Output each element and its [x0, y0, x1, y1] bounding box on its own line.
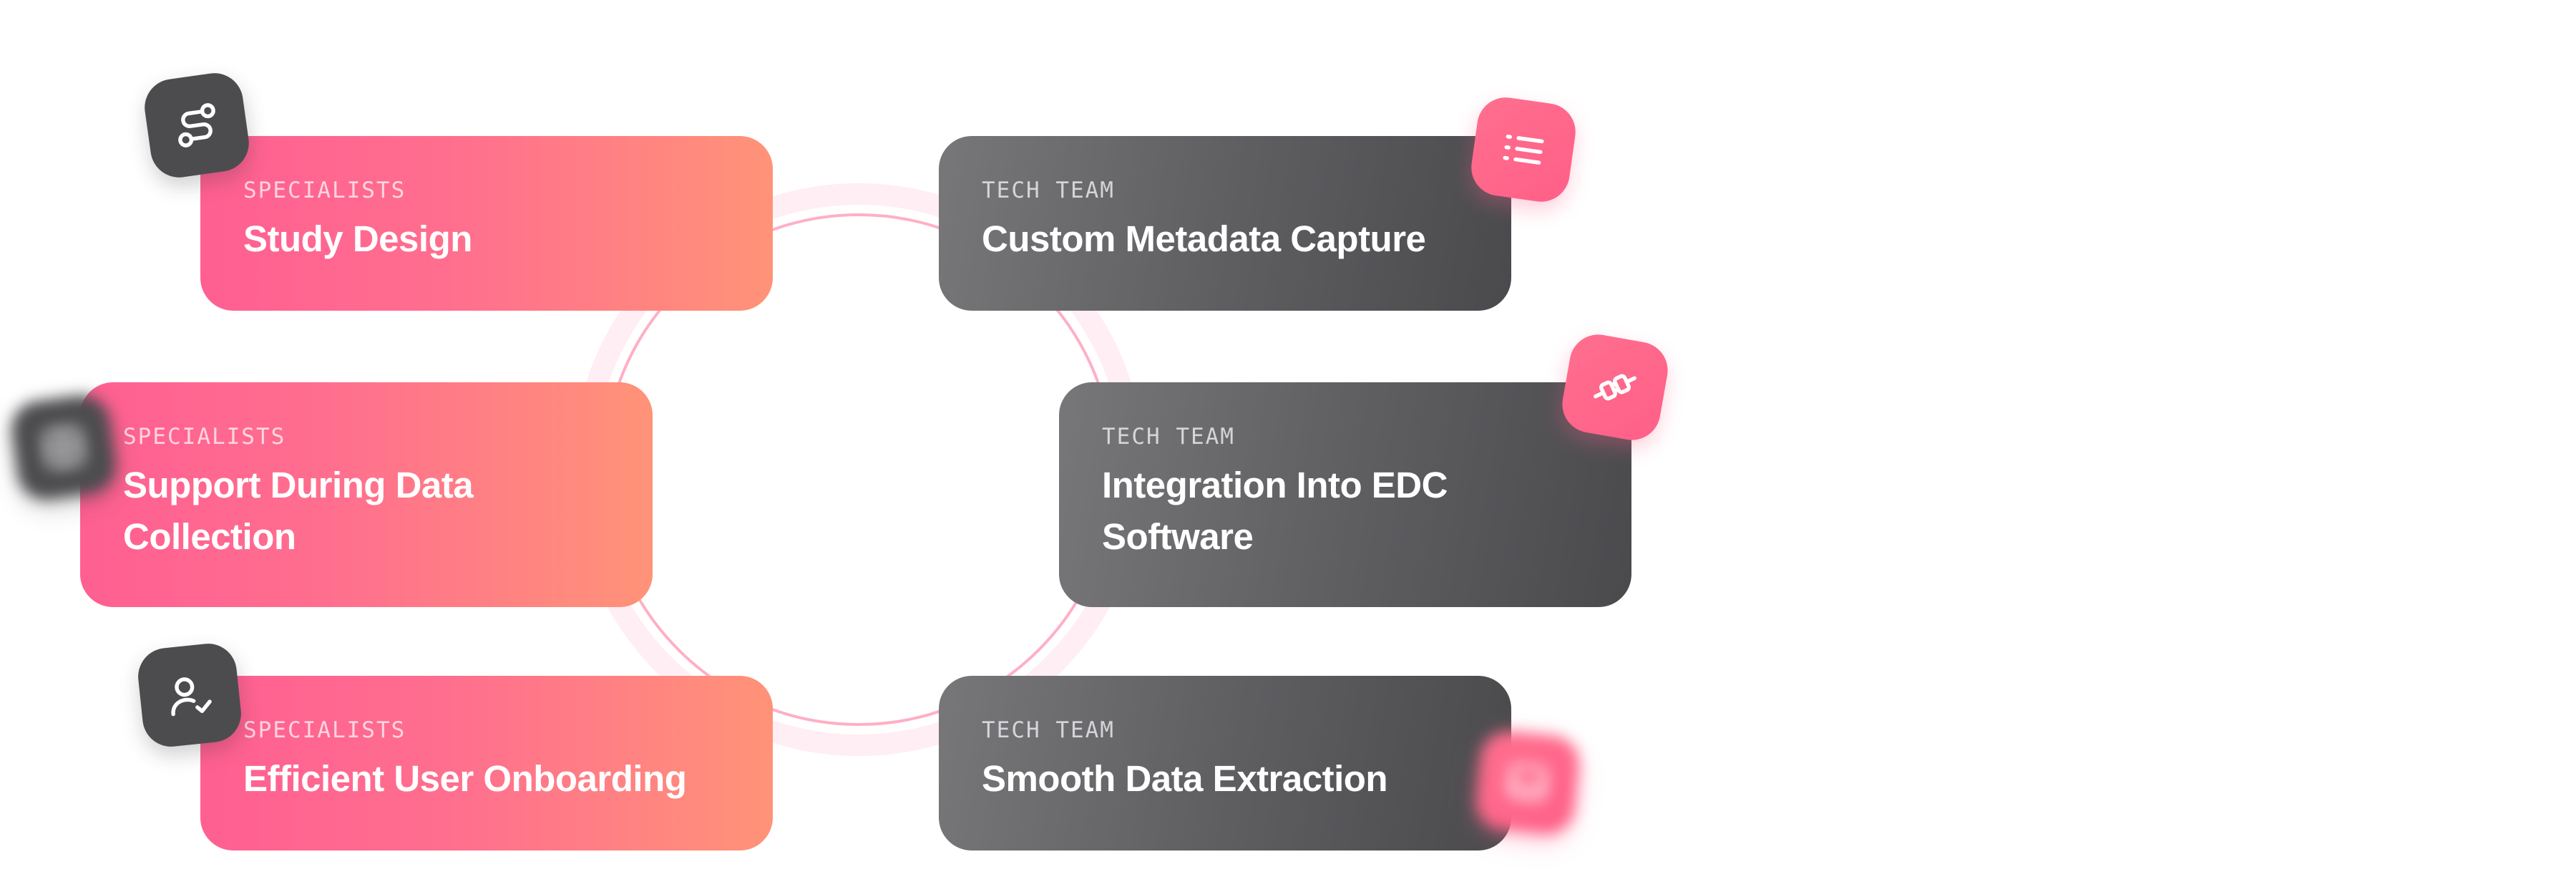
plug-icon [1558, 330, 1672, 445]
card-title: Integration Into EDC Software [1102, 465, 1448, 557]
card-title: Study Design [243, 218, 472, 259]
card-eyebrow: TECH TEAM [982, 178, 1115, 203]
card-data-extraction: TECH TEAM Smooth Data Extraction [939, 676, 1511, 850]
card-metadata-capture: TECH TEAM Custom Metadata Capture [939, 136, 1511, 311]
route-icon [141, 69, 253, 181]
card-eyebrow: TECH TEAM [1102, 424, 1235, 450]
user-check-icon [135, 641, 244, 750]
inbox-icon [1473, 728, 1582, 837]
card-title: Efficient User Onboarding [243, 758, 687, 799]
card-title: Custom Metadata Capture [982, 218, 1426, 259]
card-title: Smooth Data Extraction [982, 758, 1388, 799]
card-title: Support During Data Collection [123, 465, 474, 557]
list-icon [1468, 94, 1579, 205]
card-user-onboarding: SPECIALISTS Efficient User Onboarding [200, 676, 773, 850]
card-study-design: SPECIALISTS Study Design [200, 136, 773, 311]
grid-icon [8, 392, 119, 503]
card-eyebrow: SPECIALISTS [243, 717, 406, 743]
card-eyebrow: SPECIALISTS [243, 178, 406, 203]
card-edc-integration: TECH TEAM Integration Into EDC Software [1059, 382, 1631, 607]
card-eyebrow: SPECIALISTS [123, 424, 286, 450]
card-eyebrow: TECH TEAM [982, 717, 1115, 743]
card-support-data-collection: SPECIALISTS Support During Data Collecti… [80, 382, 653, 607]
